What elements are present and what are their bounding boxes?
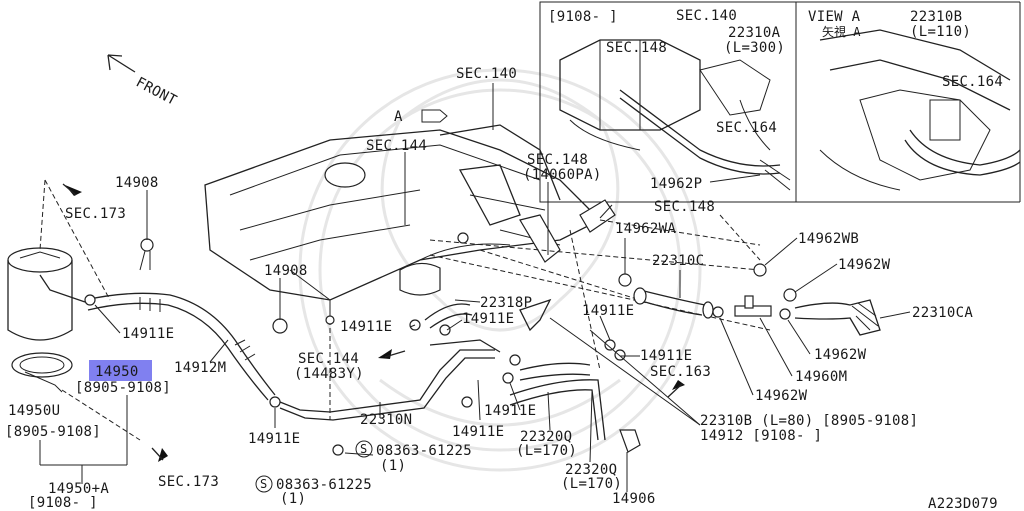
label-14912m: 14912M — [174, 360, 226, 376]
label-22310c: 22310C — [652, 253, 704, 269]
label-14911e-1: 14911E — [122, 326, 174, 342]
label-22320q-b: 22320Q — [565, 462, 617, 478]
label-sec173-top: SEC.173 — [65, 206, 126, 222]
inset-left-22310a-len: (L=300) — [724, 40, 785, 56]
label-14908a: 14908 — [115, 175, 159, 191]
circle-s-markers: S S — [255, 440, 373, 493]
leader-lines — [39, 179, 771, 441]
label-14950-range: [8905-9108] — [75, 380, 171, 396]
label-22310n: 22310N — [360, 412, 412, 428]
label-14911e-7: 14911E — [452, 424, 504, 440]
label-sec148a-sub: (14060PA) — [523, 167, 602, 183]
inset-left-sec164: SEC.164 — [716, 120, 777, 136]
label-14950a-range: [9108- ] — [28, 495, 98, 511]
label-14950a: 14950+A — [48, 481, 109, 497]
label-sec173-bot: SEC.173 — [158, 474, 219, 490]
circle-s-1: S — [360, 442, 367, 456]
label-14906: 14906 — [612, 491, 656, 507]
label-14911e-2: 14911E — [340, 319, 392, 335]
label-08363a-qty: (1) — [380, 458, 406, 474]
label-08363a: 08363-61225 — [376, 443, 472, 459]
front-label: FRONT — [133, 74, 179, 109]
label-14962wb: 14962WB — [798, 231, 859, 247]
label-14950u: 14950U — [8, 403, 60, 419]
inset-left-22310a: 22310A — [728, 25, 781, 41]
label-sec144b: SEC.144 — [298, 351, 359, 367]
label-sec144: SEC.144 — [366, 138, 427, 154]
hose-14912M — [39, 274, 276, 401]
label-14962wa: 14962WA — [615, 221, 676, 237]
engine-intake-body — [204, 124, 616, 325]
hose-22310CA — [794, 299, 881, 336]
label-22310b: 22310B (L=80) [8905-9108] — [700, 413, 918, 429]
label-14950u-range: [8905-9108] — [5, 424, 101, 440]
label-sec163: SEC.163 — [650, 364, 711, 380]
label-14962w-3: 14962W — [755, 388, 808, 404]
label-sec144b-sub: (14483Y) — [294, 366, 364, 382]
label-sec148b: SEC.148 — [654, 199, 715, 215]
diagram-code: A223D079 — [928, 496, 998, 511]
label-sec148a: SEC.148 — [527, 152, 588, 168]
hose-22318P — [424, 298, 552, 332]
inset-left-panel — [539, 1, 1021, 203]
inset-left-sec148: SEC.148 — [606, 40, 667, 56]
hoses-22320Q — [509, 362, 606, 441]
label-22320q-a: 22320Q — [520, 429, 572, 445]
label-14960m: 14960M — [795, 369, 847, 385]
view-marker-a: A — [394, 109, 403, 125]
label-22318p: 22318P — [480, 295, 532, 311]
highlight-14950 — [89, 360, 152, 381]
label-22320q-a-len: (L=170) — [516, 443, 577, 459]
label-22310ca: 22310CA — [912, 305, 973, 321]
label-08363b: 08363-61225 — [276, 477, 372, 493]
inset-right-22310b: 22310B — [910, 9, 962, 25]
joint-14960M — [734, 295, 772, 317]
canister-14950 — [7, 247, 73, 393]
inset-right-22310b-len: (L=110) — [910, 24, 971, 40]
inset-left-range: [9108- ] — [548, 9, 618, 25]
label-14950: 14950 — [95, 364, 139, 380]
inset-left-sec140: SEC.140 — [676, 8, 737, 24]
label-14911e-6: 14911E — [484, 403, 536, 419]
label-14911e-5: 14911E — [640, 348, 692, 364]
inset-right-panel — [819, 29, 1021, 191]
hose-22310C — [633, 287, 714, 319]
label-14911e-4: 14911E — [582, 303, 634, 319]
circle-s-2: S — [260, 477, 267, 491]
label-14908b: 14908 — [264, 263, 308, 279]
label-08363b-qty: (1) — [280, 491, 306, 507]
label-14911e-3: 14911E — [462, 311, 514, 327]
arrows — [62, 54, 685, 462]
label-14962w-2: 14962W — [814, 347, 867, 363]
label-14912: 14912 [9108- ] — [700, 428, 822, 444]
inset-right-view: VIEW A — [808, 9, 861, 25]
label-leaders — [39, 83, 911, 492]
label-14962w-1: 14962W — [838, 257, 891, 273]
label-22320q-b-len: (L=170) — [561, 476, 622, 492]
label-sec140: SEC.140 — [456, 66, 517, 82]
tube-22310N — [274, 339, 501, 421]
inset-right-sec164: SEC.164 — [942, 74, 1003, 90]
inset-right-view-jp: 矢視 A — [822, 24, 861, 39]
label-14962p: 14962P — [650, 176, 702, 192]
label-14911e-8: 14911E — [248, 431, 300, 447]
